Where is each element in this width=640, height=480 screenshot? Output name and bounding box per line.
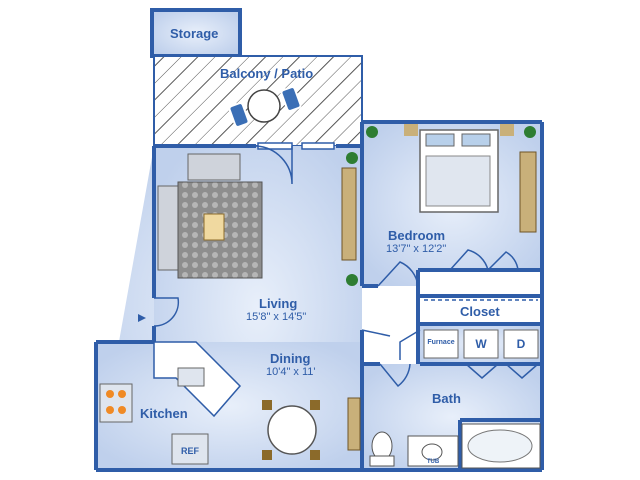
entry-arrow — [138, 314, 146, 322]
closet-label: Closet — [460, 304, 500, 319]
bed-pillow-left — [425, 133, 455, 147]
vanity-sink — [421, 443, 443, 461]
toilet-tank — [369, 455, 395, 467]
bedroom-label: Bedroom — [388, 228, 446, 243]
dresser — [519, 151, 537, 233]
storage-label: Storage — [170, 26, 219, 41]
dining-label: Dining — [270, 351, 311, 366]
bed-blanket — [425, 155, 491, 207]
kitchen-label: Kitchen — [140, 406, 188, 421]
fridge-label: REF — [181, 446, 199, 456]
kitchen-floor — [96, 342, 362, 470]
walls — [94, 55, 544, 472]
kitchen-sink — [177, 367, 205, 387]
coffee-table — [203, 213, 225, 241]
dryer-label: D — [516, 337, 526, 351]
dining-buffet — [347, 397, 361, 451]
dining-table — [262, 400, 320, 460]
washer — [463, 329, 499, 359]
nightstand-left — [404, 124, 418, 136]
balcony-table-set — [228, 86, 302, 128]
window-balcony-left — [257, 142, 293, 150]
bed-pillow-right — [461, 133, 491, 147]
washer-label: W — [475, 337, 487, 351]
door-swings — [153, 145, 539, 388]
furnace — [423, 329, 459, 359]
stove — [99, 383, 133, 423]
fridge — [171, 433, 209, 465]
living-label: Living — [259, 296, 298, 311]
dryer — [503, 329, 539, 359]
furnace-label: Furnace — [427, 339, 455, 346]
bath-label: Bath — [432, 391, 461, 406]
dining-dimensions: 10'4" x 11' — [266, 366, 316, 378]
living-dimensions: 15'8" x 14'5" — [246, 311, 307, 323]
plant-icons — [346, 126, 536, 286]
stove-burners — [106, 390, 126, 414]
bedroom-dimensions: 13'7" x 12'2" — [386, 243, 447, 255]
nightstand-right — [500, 124, 514, 136]
living-sofa — [157, 153, 241, 271]
bathtub-basin — [467, 429, 533, 463]
tub-label: TUB — [426, 459, 440, 465]
tv-console — [341, 167, 357, 261]
window-balcony-right — [301, 142, 335, 150]
balcony-label: Balcony / Patio — [220, 66, 314, 81]
